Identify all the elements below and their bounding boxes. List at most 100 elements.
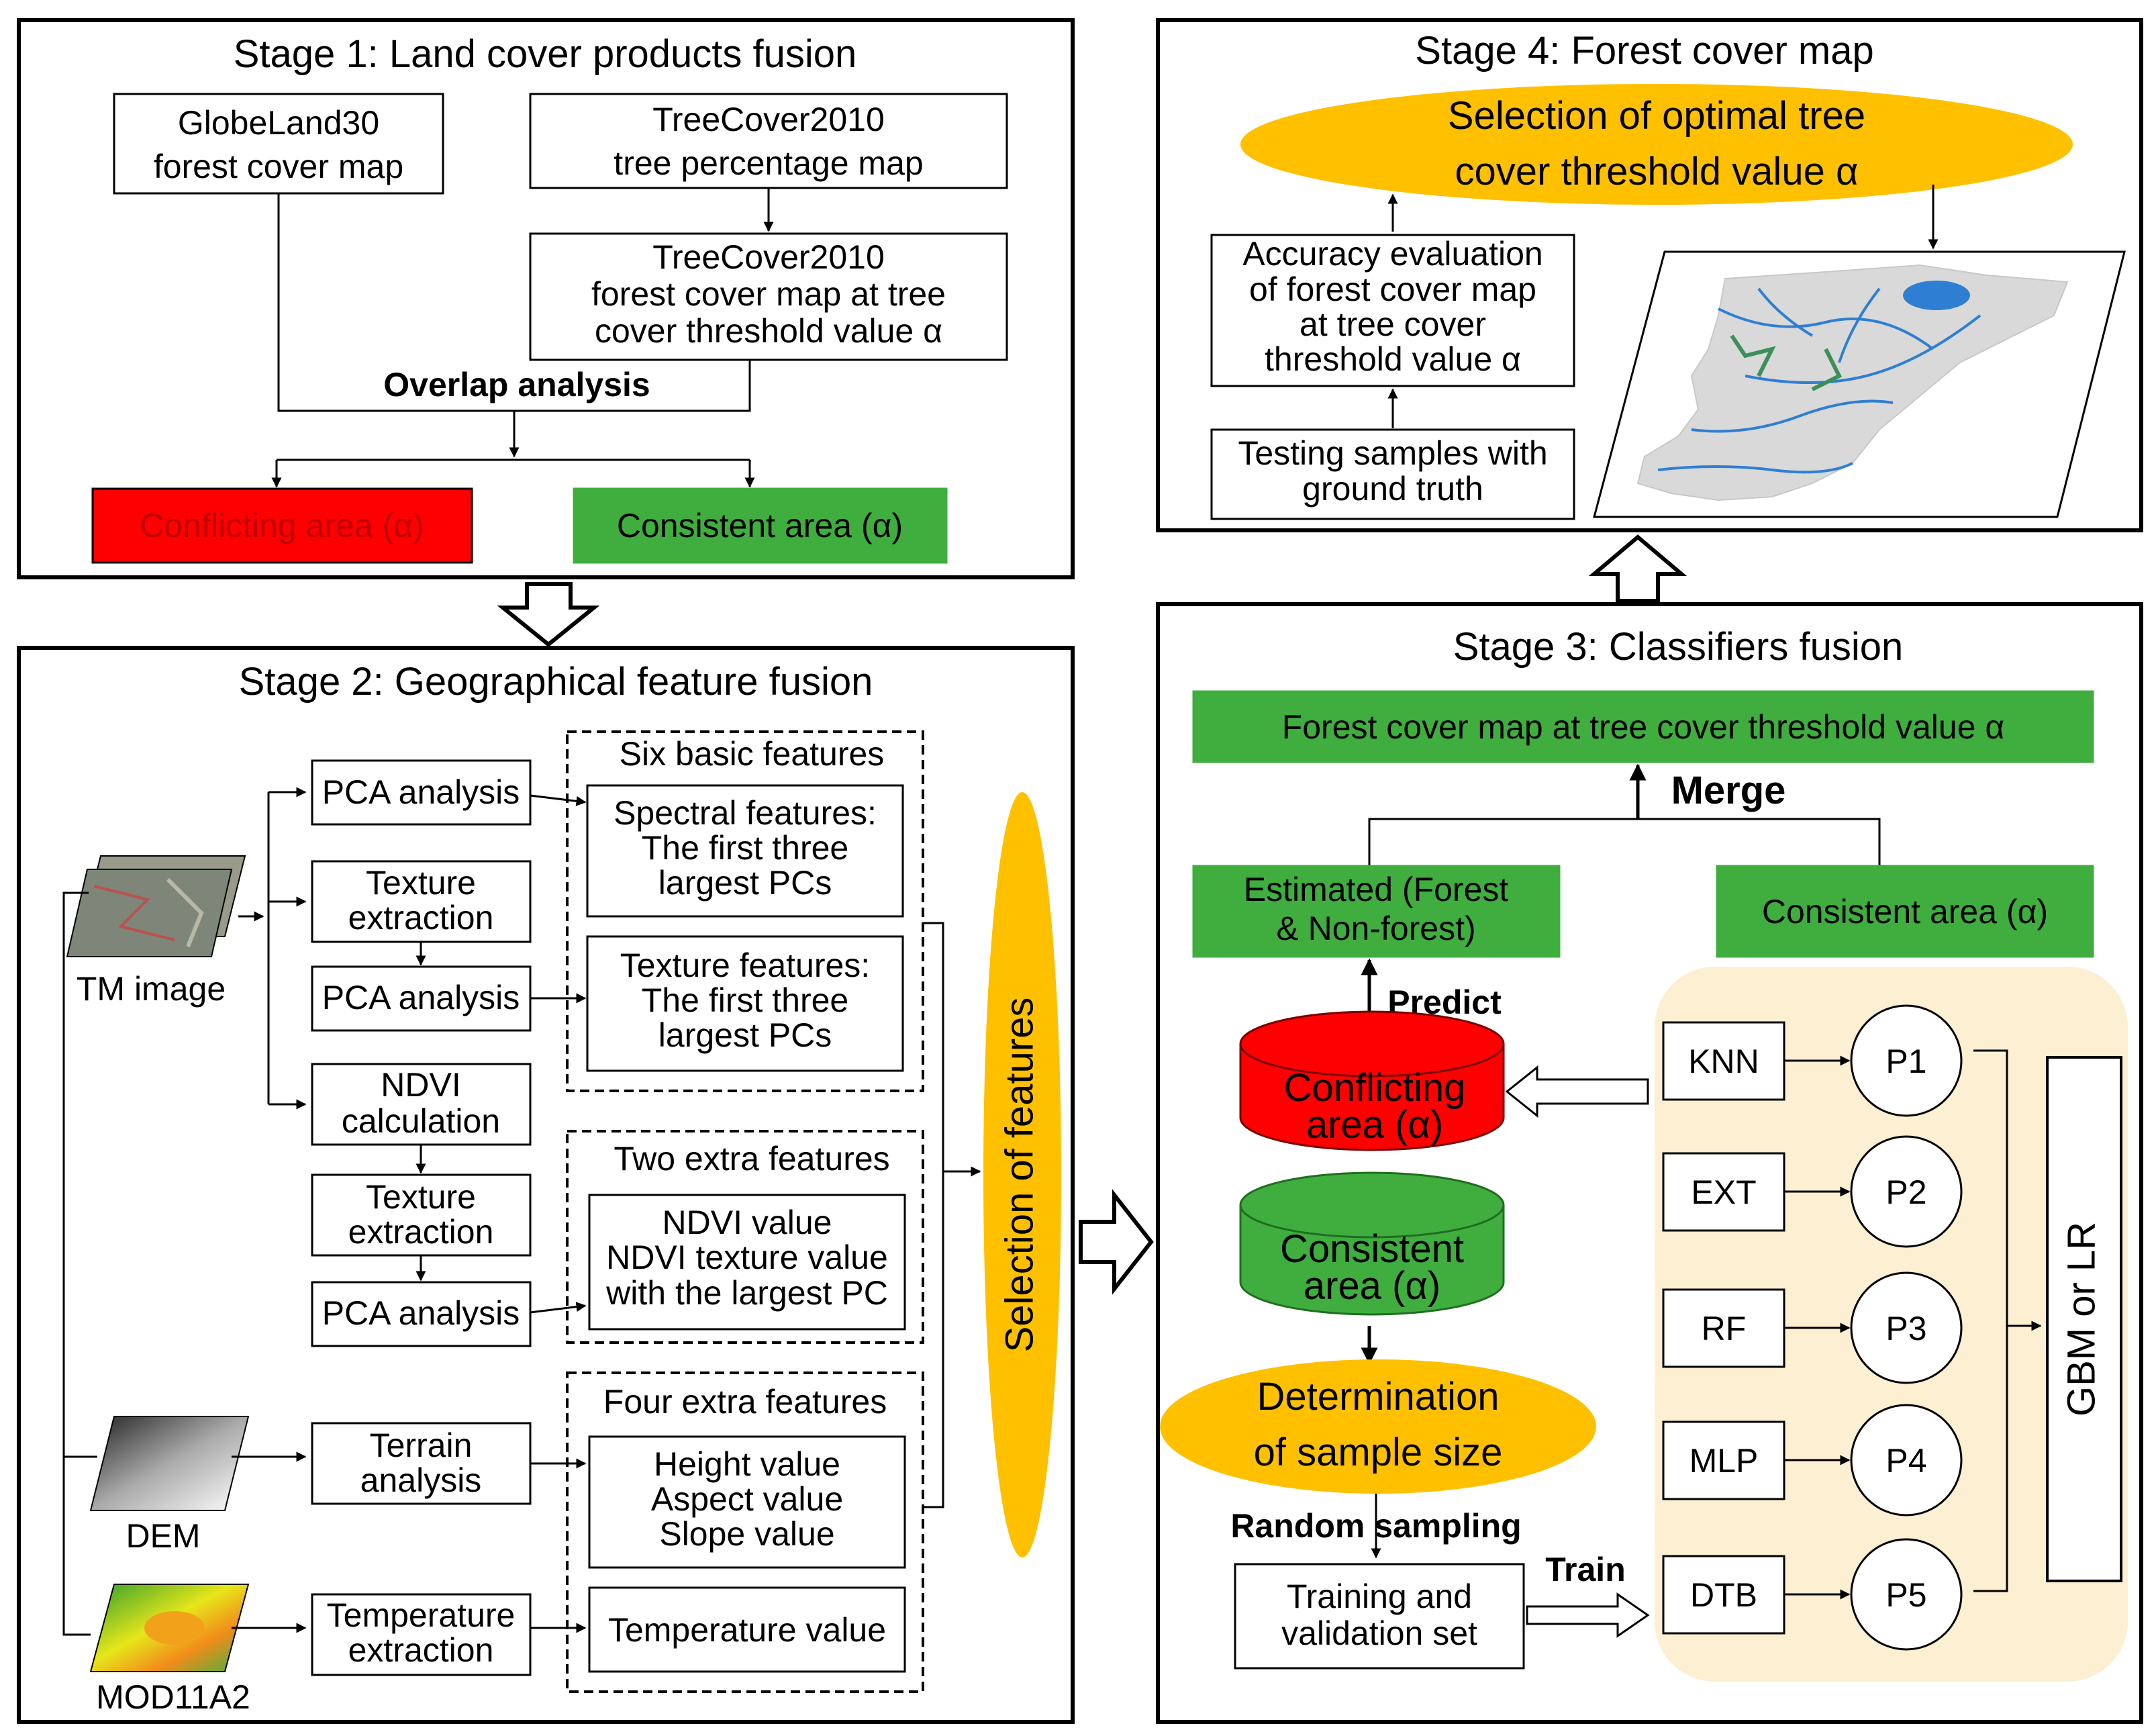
merge-connector [1368,818,1881,866]
meta-learner-label: GBM or LR [2059,1222,2103,1416]
texture-feat-label-2: The first three [642,981,848,1019]
estimated-box [1192,865,1561,958]
prediction-node-5 [1850,1538,1963,1651]
predictions-connector [1973,1049,2041,1592]
treecover-pct-box [529,93,1008,189]
conflicting-area-box [91,487,473,564]
testing-label-1: Testing samples with [1238,434,1547,472]
spectral-label-3: largest PCs [658,864,832,902]
accuracy-label-1: Accuracy evaluation [1242,235,1542,273]
consistent-area-box [573,487,948,564]
four-extra-title: Four extra features [603,1383,887,1420]
ndvi-feat-box [588,1194,906,1331]
treecover-pct-label-1: TreeCover2010 [652,101,885,138]
classifier-box-ext [1662,1152,1785,1232]
accuracy-box [1210,234,1575,387]
temperature-label-2: extraction [348,1631,494,1669]
four-extra-group [566,1371,924,1693]
classifier-label-dtb: DTB [1690,1576,1757,1614]
classifier-box-knn [1662,1021,1785,1101]
forest-map-label: Forest cover map at tree cover threshold… [1282,708,2005,746]
stage1-panel: Stage 1: Land cover products fusion Glob… [17,18,1075,579]
six-basic-title: Six basic features [620,735,885,773]
stage2-title: Stage 2: Geographical feature fusion [239,660,873,704]
temp-feat-label: Temperature value [608,1611,886,1649]
tm-image-thumbnail [66,855,246,957]
treecover-forest-label-1: TreeCover2010 [652,238,885,276]
two-extra-title: Two extra features [614,1140,889,1177]
consistent-area-label: Consistent area (α) [617,507,903,544]
training-label-2: validation set [1281,1615,1477,1652]
pca-label-3: PCA analysis [322,1294,520,1332]
spectral-label-2: The first three [642,829,848,867]
conflicting-cyl-label-2: area (α) [1306,1103,1443,1147]
tm-image-label: TM image [77,970,226,1008]
texture-box-1 [311,860,532,943]
texture-feat-label-3: largest PCs [658,1016,832,1054]
texture-label-1b: extraction [348,899,494,936]
sample-size-ellipse [1160,1359,1596,1494]
stage4-panel: Stage 4: Forest cover map Selection of o… [1156,18,2143,532]
pca-box-3 [311,1281,532,1347]
terrain-feat-box [588,1435,906,1569]
six-basic-group [566,730,924,1092]
input-trunk [62,892,91,1636]
consistent-top-label: Consistent area (α) [1762,893,2048,930]
pca-box-1 [311,759,532,826]
sample-size-label-2: of sample size [1254,1431,1503,1474]
prediction-label-1: P1 [1885,1043,1926,1080]
arrow-stage3-to-stage4 [1588,534,1687,603]
stage1-title: Stage 1: Land cover products fusion [234,32,857,76]
texture-label-2a: Texture [366,1178,476,1216]
arrow-pca1-spectral [530,794,587,806]
forest-cover-map-image [1593,250,2126,518]
conflicting-cylinder [1239,1010,1505,1151]
arrow-stage2-to-stage3 [1079,1189,1154,1295]
consistent-cyl-label-1: Consistent [1280,1227,1464,1271]
treecover-forest-label-3: cover threshold value α [595,312,942,350]
globeland-label-2: forest cover map [154,148,403,185]
optimal-label-1: Selection of optimal tree [1448,94,1865,138]
train-label: Train [1545,1551,1625,1588]
selection-label: Selection of features [997,998,1041,1353]
selection-ellipse [983,792,1061,1557]
arrow-stage1-to-stage2 [497,582,600,647]
classifier-box-mlp [1662,1420,1785,1500]
arrow-train [1526,1592,1650,1638]
sample-size-label-1: Determination [1257,1375,1499,1418]
spectral-label-1: Spectral features: [614,794,877,832]
arrow-pca3-ndvi [530,1302,587,1314]
texture-label-2b: extraction [348,1213,494,1251]
conflicting-cyl-label-1: Conflicting [1284,1066,1466,1110]
dem-label: DEM [126,1517,200,1555]
temp-feat-box [588,1586,906,1673]
terrain-label-1: Terrain [370,1427,473,1464]
stage3-title: Stage 3: Classifiers fusion [1453,625,1904,669]
treecover-pct-label-2: tree percentage map [614,144,923,182]
ndvi-feat-label-1: NDVI value [663,1204,832,1241]
terrain-box [311,1422,532,1505]
terrain-feat-label-1: Height value [654,1445,840,1483]
classifier-label-mlp: MLP [1689,1442,1759,1480]
prediction-label-4: P4 [1885,1442,1926,1480]
merge-label: Merge [1671,769,1786,812]
accuracy-label-4: threshold value α [1265,340,1521,378]
forest-map-box [1192,690,2094,763]
ndvi-feat-label-2: NDVI texture value [606,1239,888,1276]
overlap-label: Overlap analysis [383,366,650,403]
stage3-panel: Stage 3: Classifiers fusion Forest cover… [1156,602,2143,1724]
ndvi-calc-box [311,1063,532,1146]
consistent-cylinder [1239,1171,1505,1316]
ndvi-calc-label-2: calculation [342,1102,500,1140]
terrain-feat-label-2: Aspect value [651,1480,843,1518]
stage4-title: Stage 4: Forest cover map [1415,29,1873,73]
terrain-feat-label-3: Slope value [659,1515,834,1553]
estimated-label-2: & Non-forest) [1276,910,1475,947]
consistent-cyl-label-2: area (α) [1304,1264,1440,1308]
training-label-1: Training and [1287,1578,1472,1615]
classifier-box-dtb [1662,1555,1785,1635]
pca-label-1: PCA analysis [322,773,520,811]
testing-box [1210,428,1575,520]
arrow-classifiers-to-conflicting [1505,1065,1649,1118]
